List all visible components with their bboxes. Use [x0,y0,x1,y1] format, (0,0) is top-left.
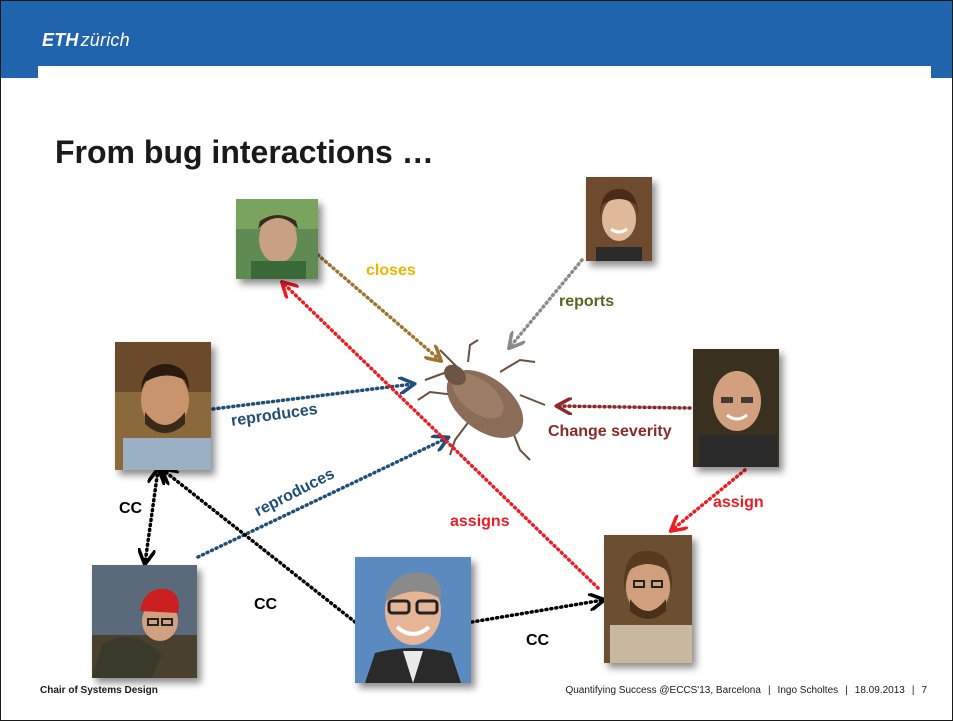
footer-talk: Quantifying Success @ECCS'13, Barcelona [565,685,761,696]
cc-arrow-3 [470,600,603,624]
footer-info: Quantifying Success @ECCS'13, Barcelona|… [565,685,927,696]
label-cc-2: CC [254,596,278,613]
cc-arrow-2 [163,470,357,624]
footer-page: 7 [921,685,927,696]
cc-arrow-1 [145,470,158,563]
person-photo-cc-1 [92,565,197,678]
header-bar [0,0,953,66]
person-photo-reproducer-1 [115,342,211,470]
reproduces-arrow-2 [196,438,447,559]
person-photo-cc-2 [355,557,471,683]
header-bar-left-tab [0,66,38,78]
label-assigns: assigns [450,513,510,530]
slide-title: From bug interactions … [55,134,434,170]
label-assign: assign [713,494,764,511]
label-reports: reports [559,293,615,310]
logo-bold: ETH [42,30,79,50]
footer-chair: Chair of Systems Design [40,685,158,696]
assign-arrow [672,468,747,530]
closes-arrow [316,253,440,360]
label-closes: closes [366,262,416,279]
person-photo-severity [693,349,779,467]
label-change-severity: Change severity [548,423,672,440]
person-photo-reporter [586,177,652,261]
assigns-arrow [283,283,600,590]
change-severity-arrow [558,406,692,408]
reports-arrow [510,258,584,347]
person-photo-closer [236,199,318,279]
label-cc-3: CC [526,632,550,649]
reproduces-arrow-1 [211,384,413,411]
header-bar-right-tab [931,66,953,78]
person-photo-assignee [604,535,692,663]
logo-text: zürich [80,30,130,50]
footer-date: 18.09.2013 [854,685,905,696]
label-cc-1: CC [119,500,143,517]
footer-author: Ingo Scholtes [777,685,839,696]
